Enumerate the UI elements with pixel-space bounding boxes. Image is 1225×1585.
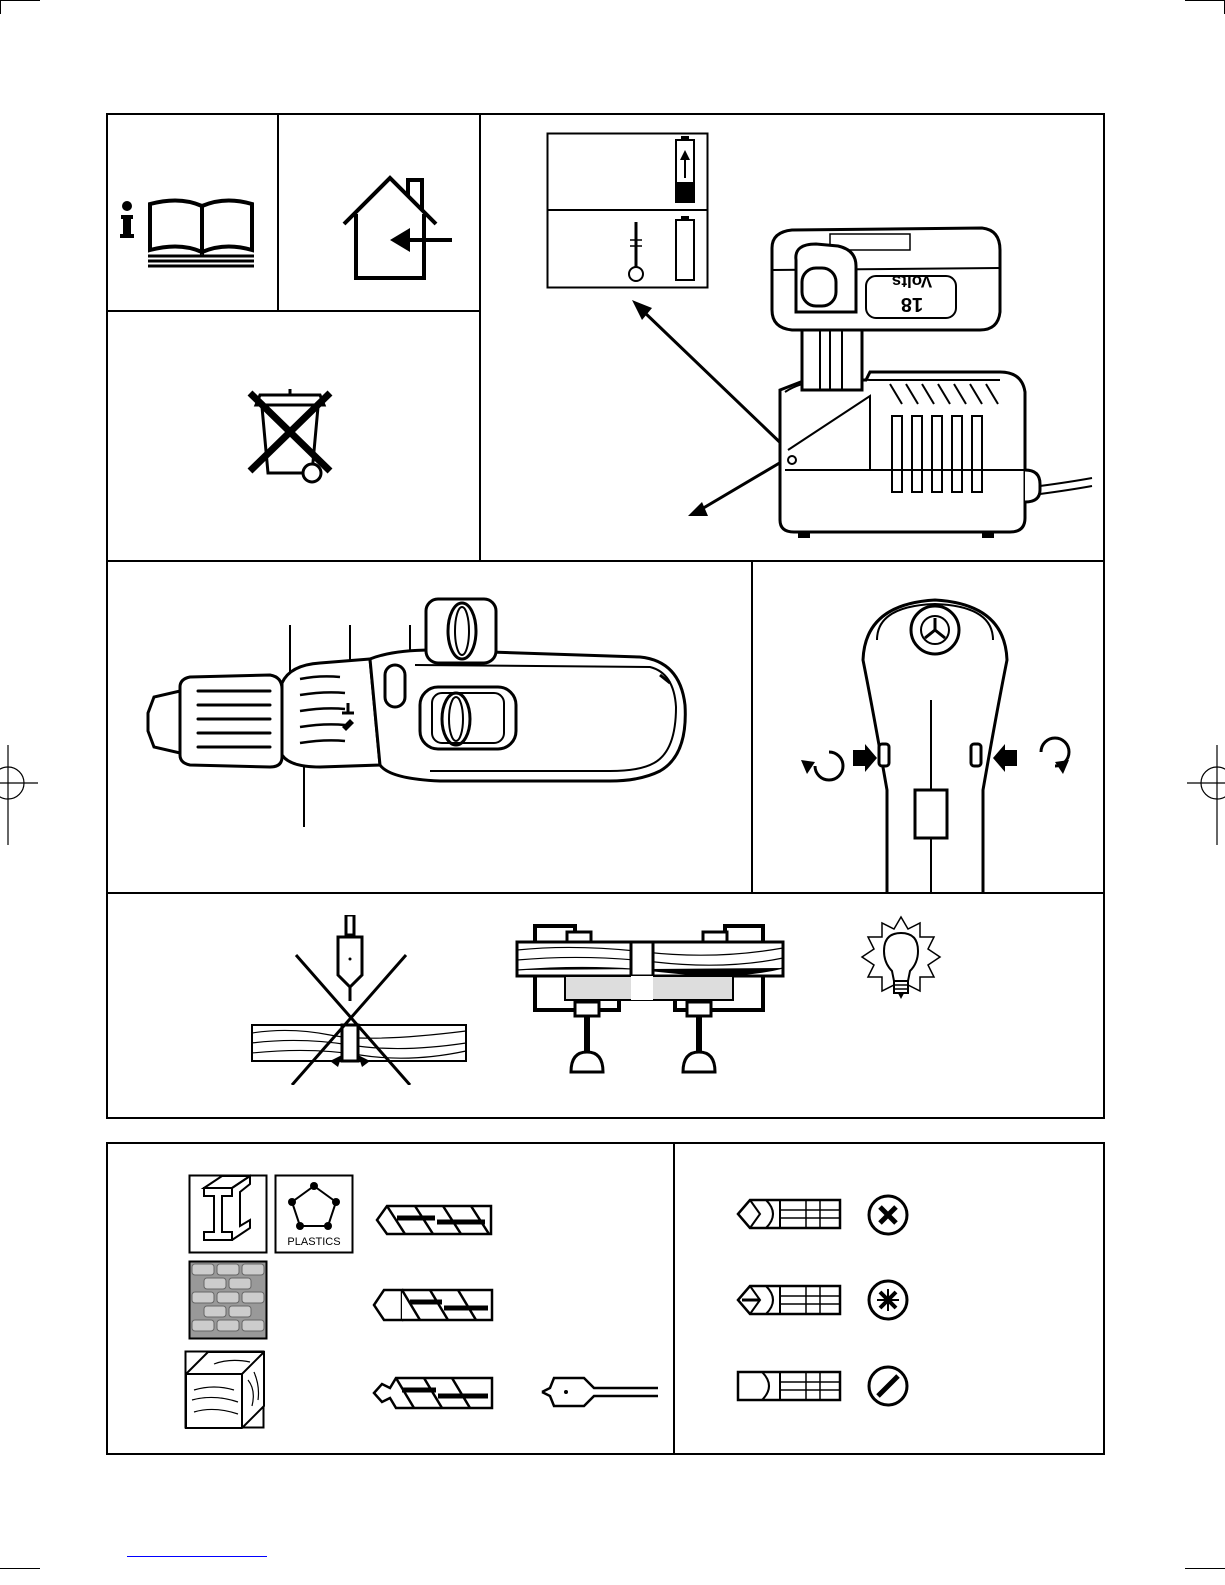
slotted-bit-icon xyxy=(736,1368,846,1404)
drill-direction-switch-illustration xyxy=(785,590,1085,892)
battery-label-number: 18 xyxy=(901,293,923,315)
plastics-label: PLASTICS xyxy=(287,1236,340,1248)
pozidriv-screw-head-icon xyxy=(866,1278,910,1322)
divider-v-4 xyxy=(673,1142,675,1455)
plastics-material-icon: PLASTICS xyxy=(274,1174,354,1254)
divider-v-3 xyxy=(751,560,753,893)
metal-drill-bit-icon xyxy=(375,1200,495,1240)
slotted-screw-head-icon xyxy=(866,1364,910,1408)
footer-link-line xyxy=(127,1556,267,1557)
crop-mark-bottom-right xyxy=(1185,1568,1225,1569)
crop-mark-top-left-v xyxy=(0,0,1,14)
clamped-workpiece-illustration xyxy=(515,912,785,1082)
no-breakthrough-drilling-icon xyxy=(250,915,470,1085)
weee-disposal-icon xyxy=(240,385,340,490)
phillips-screw-head-icon xyxy=(866,1193,910,1237)
masonry-drill-bit-icon xyxy=(372,1284,496,1326)
battery-label-unit: Volts xyxy=(892,272,932,291)
divider-h-3 xyxy=(106,892,1105,894)
phillips-bit-icon xyxy=(736,1196,846,1232)
pozidriv-bit-icon xyxy=(736,1282,846,1318)
read-manual-icon xyxy=(110,190,270,280)
wood-material-icon xyxy=(184,1350,266,1430)
registration-mark-left xyxy=(0,745,40,845)
crop-mark-top-left xyxy=(0,0,40,1)
divider-v-2 xyxy=(479,113,481,561)
divider-h-1 xyxy=(106,310,480,312)
divider-h-2 xyxy=(106,560,1105,562)
metal-material-icon xyxy=(188,1174,268,1254)
battery-charger-illustration: 18 Volts xyxy=(630,220,1095,550)
divider-v-1 xyxy=(277,113,279,311)
drill-side-view-illustration xyxy=(140,595,700,835)
registration-mark-right xyxy=(1185,745,1225,845)
spade-bit-icon xyxy=(540,1372,660,1412)
crop-mark-top-right xyxy=(1185,0,1225,1)
crop-mark-bottom-left xyxy=(0,1568,40,1569)
indoor-use-icon xyxy=(330,170,460,290)
masonry-material-icon xyxy=(188,1260,268,1340)
wood-drill-bit-icon xyxy=(372,1372,496,1414)
light-bulb-icon xyxy=(858,915,944,1007)
